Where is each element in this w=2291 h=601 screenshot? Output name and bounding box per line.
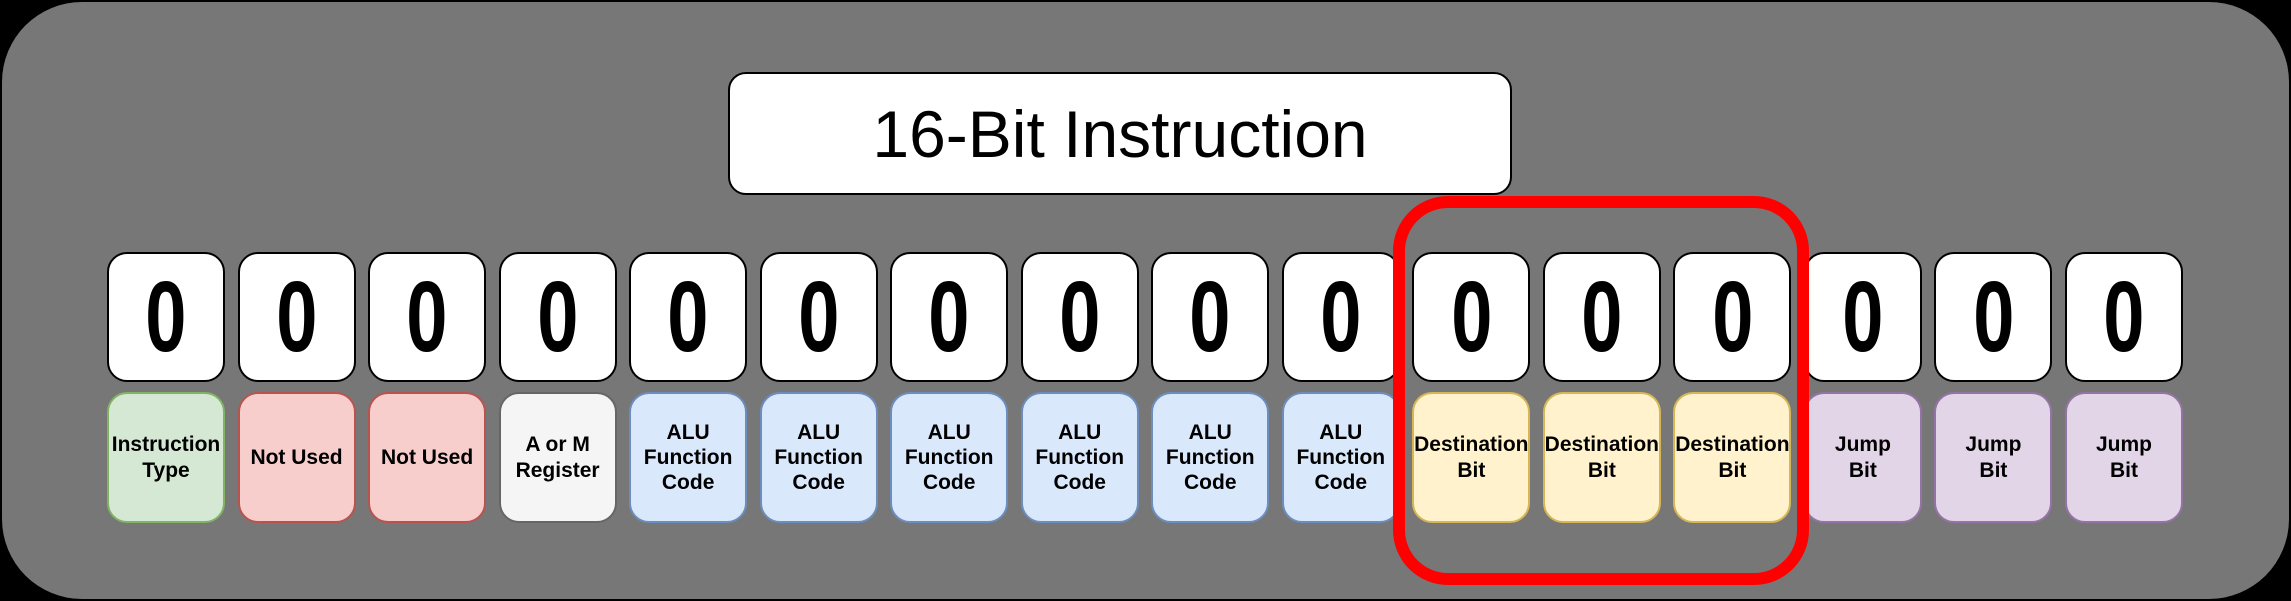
field-label-box-jump-bit: Jump Bit [2064, 392, 2183, 523]
field-label-box-alu-function-code: ALU Function Code [1151, 392, 1270, 523]
bit-value: 0 [2103, 261, 2145, 373]
field-label-box-instruction-type: Instruction Type [107, 392, 225, 523]
bit-column-16: 0 Jump Bit [2064, 252, 2183, 523]
field-label: ALU Function Code [1296, 420, 1386, 495]
field-label: Jump Bit [2095, 433, 2152, 482]
bit-box: 0 [237, 252, 356, 382]
bit-value: 0 [798, 261, 840, 373]
bit-box: 0 [1673, 252, 1792, 382]
bit-box: 0 [1934, 252, 2053, 382]
bit-box: 0 [1020, 252, 1139, 382]
bit-value: 0 [1581, 261, 1623, 373]
field-label-box-destination-bit: Destination Bit [1673, 392, 1792, 523]
bit-value: 0 [1450, 261, 1492, 373]
field-label-box-alu-function-code: ALU Function Code [890, 392, 1009, 523]
field-label-box-destination-bit: Destination Bit [1542, 392, 1661, 523]
bit-box: 0 [1412, 252, 1531, 382]
field-label-box-alu-function-code: ALU Function Code [629, 392, 748, 523]
bit-column-7: 0 ALU Function Code [890, 252, 1009, 523]
bit-column-5: 0 ALU Function Code [629, 252, 748, 523]
field-label-box-destination-bit: Destination Bit [1412, 392, 1531, 523]
field-label: Destination Bit [1675, 433, 1790, 482]
bit-value: 0 [537, 261, 579, 373]
bit-column-6: 0 ALU Function Code [759, 252, 878, 523]
bit-box: 0 [890, 252, 1009, 382]
field-label: Not Used [250, 445, 343, 469]
instruction-columns-row: 0 Instruction Type 0 Not Used 0 Not Used… [107, 252, 2183, 523]
bit-column-1: 0 Instruction Type [107, 252, 225, 523]
bit-column-9: 0 ALU Function Code [1151, 252, 1270, 523]
bit-value: 0 [1320, 261, 1362, 373]
bit-box: 0 [1542, 252, 1661, 382]
bit-column-14: 0 Jump Bit [1803, 252, 1922, 523]
title-box: 16-Bit Instruction [728, 72, 1512, 195]
field-label: Instruction Type [111, 433, 221, 482]
field-label: ALU Function Code [1165, 420, 1255, 495]
bit-box: 0 [759, 252, 878, 382]
bit-value: 0 [1189, 261, 1231, 373]
bit-box: 0 [107, 252, 225, 382]
bit-box: 0 [498, 252, 617, 382]
bit-value: 0 [406, 261, 448, 373]
field-label-box-jump-bit: Jump Bit [1803, 392, 1922, 523]
field-label-box-alu-function-code: ALU Function Code [1281, 392, 1400, 523]
bit-value: 0 [1972, 261, 2015, 373]
field-label: Not Used [380, 445, 474, 469]
bit-value: 0 [1059, 261, 1101, 373]
field-label: Jump Bit [1965, 433, 2022, 482]
bit-column-13: 0 Destination Bit [1673, 252, 1792, 523]
field-label: ALU Function Code [774, 420, 863, 495]
field-label-box-not-used: Not Used [237, 392, 356, 523]
field-label: Jump Bit [1834, 433, 1891, 482]
bit-column-15: 0 Jump Bit [1934, 252, 2053, 523]
bit-value: 0 [928, 261, 970, 373]
bit-box: 0 [2064, 252, 2183, 382]
field-label: A or M Register [515, 433, 600, 482]
bit-value: 0 [667, 261, 709, 373]
bit-box: 0 [1281, 252, 1400, 382]
bit-column-2: 0 Not Used [237, 252, 356, 523]
bit-value: 0 [1842, 261, 1884, 373]
bit-column-11: 0 Destination Bit [1412, 252, 1531, 523]
bit-box: 0 [368, 252, 487, 382]
bit-value: 0 [275, 261, 318, 373]
bit-column-8: 0 ALU Function Code [1020, 252, 1139, 523]
diagram-title: 16-Bit Instruction [872, 96, 1368, 171]
field-label-box-jump-bit: Jump Bit [1934, 392, 2053, 523]
bit-column-12: 0 Destination Bit [1542, 252, 1661, 523]
bit-column-4: 0 A or M Register [498, 252, 617, 523]
bit-box: 0 [1151, 252, 1270, 382]
bit-box: 0 [629, 252, 748, 382]
field-label: Destination Bit [1414, 433, 1529, 482]
bit-value: 0 [1711, 261, 1753, 373]
bit-column-3: 0 Not Used [368, 252, 487, 523]
field-label: Destination Bit [1544, 433, 1660, 482]
field-label-box-a-or-m-register: A or M Register [498, 392, 617, 523]
field-label-box-not-used: Not Used [368, 392, 487, 523]
field-label: ALU Function Code [1035, 420, 1125, 495]
field-label-box-alu-function-code: ALU Function Code [759, 392, 878, 523]
bit-value: 0 [145, 261, 187, 373]
field-label: ALU Function Code [904, 420, 994, 495]
bit-column-10: 0 ALU Function Code [1281, 252, 1400, 523]
field-label: ALU Function Code [643, 420, 733, 495]
bit-box: 0 [1803, 252, 1922, 382]
field-label-box-alu-function-code: ALU Function Code [1020, 392, 1139, 523]
